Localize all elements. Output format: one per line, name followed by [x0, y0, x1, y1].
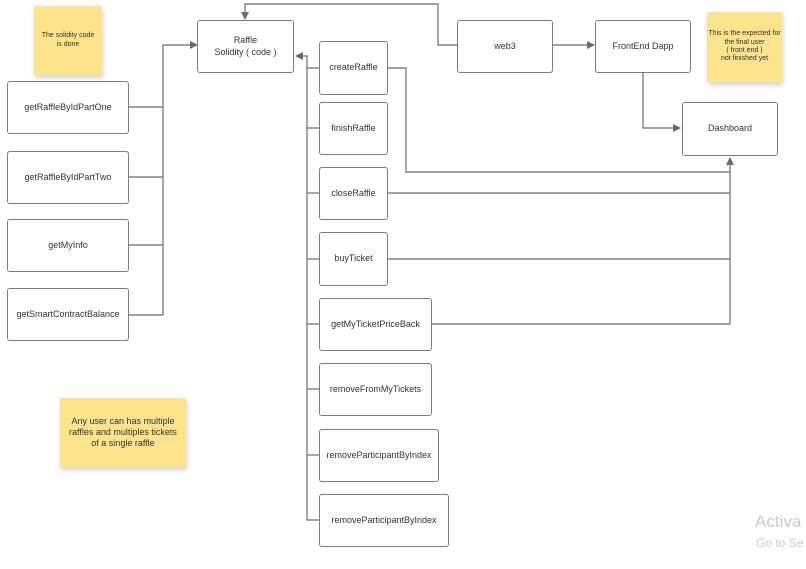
node-closeraffle[interactable]: closeRaffle	[319, 167, 388, 220]
node-getraffle-by-id-part-two-label: getRaffleByIdPartTwo	[24, 171, 112, 182]
edge-getraffle-one-to-raffle	[129, 41, 198, 108]
node-removeparticipantbyindex-1-label: removeParticipantByIndex	[326, 449, 432, 460]
node-getmyticketpriceback[interactable]: getMyTicketPriceBack	[319, 298, 432, 351]
node-finishraffle[interactable]: finishRaffle	[319, 102, 388, 155]
node-dashboard[interactable]: Dashboard	[682, 102, 778, 156]
node-raffle-label: Raffle Solidity ( code )	[214, 35, 277, 57]
note-solidity-done-text: The solidity code is done	[41, 32, 95, 48]
node-getraffle-by-id-part-one[interactable]: getRaffleByIdPartOne	[7, 81, 129, 134]
node-getmyinfo-label: getMyInfo	[48, 239, 88, 250]
node-createraffle-label: createRaffle	[329, 62, 378, 73]
node-getsmartcontractbalance[interactable]: getSmartContractBalance	[7, 288, 129, 341]
node-buyticket[interactable]: buyTicket	[319, 232, 388, 286]
node-getraffle-by-id-part-one-label: getRaffleByIdPartOne	[24, 101, 112, 112]
activation-watermark-line2: Go to Se	[756, 536, 804, 550]
note-expected-text: This is the expected for the final user …	[708, 30, 781, 63]
node-finishraffle-label: finishRaffle	[331, 122, 376, 133]
node-getsmartcontractbalance-label: getSmartContractBalance	[16, 308, 120, 319]
node-raffle[interactable]: Raffle Solidity ( code )	[197, 20, 294, 73]
activation-watermark-line1: Activa	[755, 512, 802, 531]
edge-frontend-to-dashboard	[642, 73, 681, 132]
node-removefrommytickets-label: removeFromMyTickets	[329, 383, 422, 394]
edge-web3-to-raffle	[241, 3, 458, 46]
edge-right-column-to-raffle	[295, 52, 319, 521]
note-solidity-done: The solidity code is done	[34, 6, 102, 75]
node-frontend-dapp[interactable]: FrontEnd Dapp	[595, 20, 691, 73]
node-frontend-dapp-label: FrontEnd Dapp	[612, 40, 674, 51]
node-createraffle[interactable]: createRaffle	[319, 41, 388, 95]
note-expected: This is the expected for the final user …	[707, 12, 782, 82]
node-getraffle-by-id-part-two[interactable]: getRaffleByIdPartTwo	[7, 151, 129, 204]
node-removeparticipantbyindex-2[interactable]: removeParticipantByIndex	[319, 494, 449, 547]
node-web3[interactable]: web3	[457, 20, 553, 73]
node-getmyinfo[interactable]: getMyInfo	[7, 219, 129, 272]
node-buyticket-label: buyTicket	[334, 253, 373, 264]
node-web3-label: web3	[494, 40, 516, 51]
node-getmyticketpriceback-label: getMyTicketPriceBack	[331, 318, 420, 329]
note-any-user: Any user can has multiple raffles and mu…	[60, 398, 186, 467]
node-removeparticipantbyindex-2-label: removeParticipantByIndex	[331, 514, 437, 525]
node-closeraffle-label: closeRaffle	[331, 187, 376, 198]
node-removefrommytickets[interactable]: removeFromMyTickets	[319, 363, 432, 416]
note-any-user-text: Any user can has multiple raffles and mu…	[69, 416, 177, 448]
node-dashboard-label: Dashboard	[707, 123, 753, 134]
node-removeparticipantbyindex-1[interactable]: removeParticipantByIndex	[319, 429, 439, 482]
edge-createraffle-to-dashboard	[388, 67, 730, 173]
